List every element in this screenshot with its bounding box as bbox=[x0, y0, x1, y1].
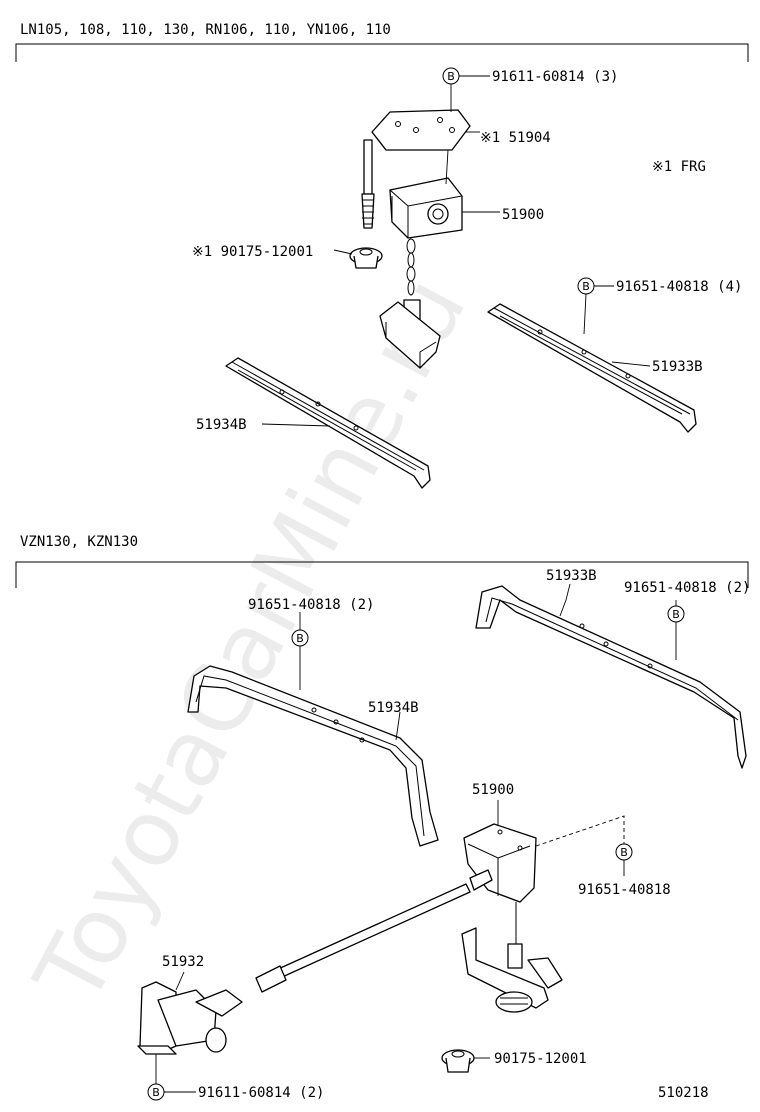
label-90175-12001: ※1 90175-12001 bbox=[192, 244, 313, 260]
label-51900-2: 51900 bbox=[472, 782, 514, 798]
section-2: VZN130, KZN130 bbox=[15, 534, 750, 1101]
part-90175-12001-clip-2 bbox=[441, 1049, 475, 1073]
part-51934B-rail-2 bbox=[187, 665, 439, 847]
bolt-symbol-top: B bbox=[442, 67, 460, 85]
label-51900: 51900 bbox=[502, 207, 544, 223]
label-51932: 51932 bbox=[162, 954, 204, 970]
label-51933B: 51933B bbox=[652, 359, 703, 375]
bolt-symbol-mid-left: B bbox=[291, 629, 309, 647]
section-1-header: LN105, 108, 110, 130, RN106, 110, YN106,… bbox=[20, 22, 391, 38]
part-51933B-rail-2 bbox=[475, 585, 747, 769]
label-frg-note: ※1 FRG bbox=[652, 159, 706, 175]
part-51932-bracket bbox=[137, 981, 243, 1055]
diagram-code: 510218 bbox=[658, 1085, 709, 1101]
bolt-symbol-right: B bbox=[577, 277, 595, 295]
svg-text:B: B bbox=[152, 1086, 160, 1099]
part-chain-hook bbox=[379, 238, 441, 369]
svg-text:B: B bbox=[582, 280, 590, 293]
label-51934B-2: 51934B bbox=[368, 700, 419, 716]
label-91651-40818-2-right: 91651-40818 (2) bbox=[624, 580, 750, 596]
section-2-bracket bbox=[15, 561, 749, 588]
label-91651-40818-4: 91651-40818 (4) bbox=[616, 279, 742, 295]
part-hook-assembly bbox=[461, 902, 563, 1013]
svg-text:B: B bbox=[672, 608, 680, 621]
section-2-header: VZN130, KZN130 bbox=[20, 534, 138, 550]
part-51900-winch-2 bbox=[255, 823, 537, 993]
part-51900-winch bbox=[389, 177, 463, 239]
part-51934B-rail-1 bbox=[225, 357, 431, 489]
part-51933B-rail-1 bbox=[487, 303, 697, 433]
svg-text:B: B bbox=[296, 632, 304, 645]
label-91651-40818: 91651-40818 bbox=[578, 882, 671, 898]
part-90175-12001-clip bbox=[349, 247, 383, 269]
part-51904-bracket bbox=[361, 109, 471, 229]
section-1-bracket bbox=[15, 43, 749, 62]
label-90175-12001-2: 90175-12001 bbox=[494, 1051, 587, 1067]
bolt-symbol-bottom: B bbox=[147, 1083, 165, 1101]
label-91611-60814-2: 91611-60814 (2) bbox=[198, 1085, 324, 1101]
label-91611-60814-3: 91611-60814 (3) bbox=[492, 69, 618, 85]
section-1: LN105, 108, 110, 130, RN106, 110, YN106,… bbox=[15, 22, 749, 489]
bolt-symbol-winch: B bbox=[615, 843, 633, 861]
bolt-symbol-mid-right: B bbox=[667, 605, 685, 623]
svg-text:B: B bbox=[620, 846, 628, 859]
label-51904: ※1 51904 bbox=[480, 130, 551, 146]
label-51933B-2: 51933B bbox=[546, 568, 597, 584]
label-51934B: 51934B bbox=[196, 417, 247, 433]
label-91651-40818-2-left: 91651-40818 (2) bbox=[248, 597, 374, 613]
svg-text:B: B bbox=[447, 70, 455, 83]
